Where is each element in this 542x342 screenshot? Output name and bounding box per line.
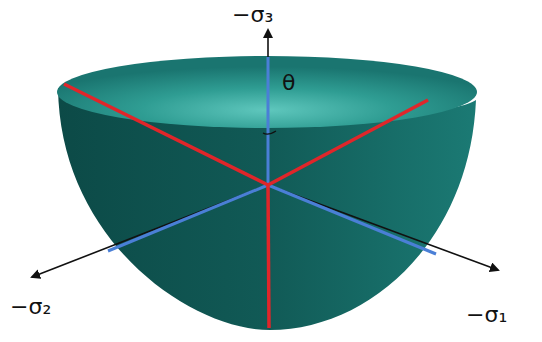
axis-label: −σ₂ [10,296,51,318]
blue-meridian [108,185,268,251]
red-meridian [268,185,269,328]
red-meridian [268,100,428,185]
axis-label: −σ₁ [466,304,507,326]
blue-meridian [268,185,436,254]
angle-label: θ [282,72,295,94]
axis-sigma1 [268,185,498,270]
angle-arc [263,131,276,134]
axis-sigma3 [267,30,269,185]
red-meridian [64,84,268,185]
axis-label: −σ₃ [232,4,273,26]
axis-sigma2 [32,185,268,277]
blue-meridian [267,57,270,185]
